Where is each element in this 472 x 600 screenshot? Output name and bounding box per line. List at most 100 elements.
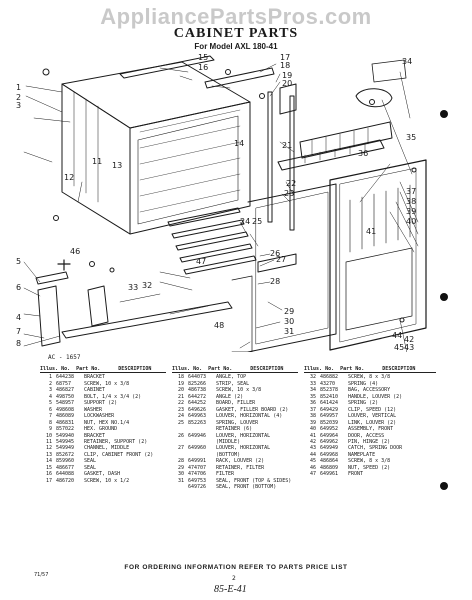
support-left <box>37 285 61 347</box>
callout-25: 25 <box>252 217 262 226</box>
part-description: HANDLE, LOUVER (2) <box>348 393 403 400</box>
callout-4: 4 <box>16 313 21 322</box>
callout-6: 6 <box>16 283 21 292</box>
part-description: PIN, HINGE (2) <box>348 438 391 445</box>
part-description: BAG, ACCESSORY <box>348 387 391 394</box>
part-number: 649964 <box>320 432 339 439</box>
callout-46: 46 <box>70 247 80 256</box>
illus-number: 27 <box>177 445 184 452</box>
part-description: CHANNEL, MIDDLE <box>84 445 130 452</box>
date-mark: 71/57 <box>34 572 49 578</box>
part-number: 859960 <box>56 458 75 465</box>
callout-35: 35 <box>406 133 416 142</box>
part-number: 486882 <box>320 374 339 381</box>
part-description: NUT, SPEED (2) <box>348 464 391 471</box>
illus-number: 46 <box>309 464 316 471</box>
callout-7: 7 <box>16 327 21 336</box>
callout-44: 44 <box>392 331 402 340</box>
part-number: 649960 <box>188 445 207 452</box>
part-description: LOUVER, VERTICAL <box>348 413 397 420</box>
illus-number: 45 <box>309 458 316 465</box>
callout-39: 39 <box>406 207 416 216</box>
callout-17: 17 <box>280 53 290 62</box>
callout-19: 19 <box>282 71 292 80</box>
bracket <box>35 271 69 285</box>
illus-number: 22 <box>177 400 184 407</box>
part-description: SCREW, 8 x 3/8 <box>348 458 391 465</box>
callout-27: 27 <box>276 255 286 264</box>
callout-42: 42 <box>404 335 414 344</box>
callout-38: 38 <box>406 197 416 206</box>
illus-number: 44 <box>309 451 316 458</box>
illus-number: 10 <box>45 432 52 439</box>
illus-number: 15 <box>45 464 52 471</box>
illus-number: 33 <box>309 380 316 387</box>
part-number: 649991 <box>188 458 207 465</box>
part-description: CATCH, SPRING DOOR <box>348 445 403 452</box>
angle-top <box>204 67 275 89</box>
callout-labels: 1 2 3 4 5 6 7 8 9 10 11 12 13 14 15 16 1… <box>16 53 416 352</box>
part-number: 825266 <box>188 380 207 387</box>
part-description: SEAL <box>84 464 97 471</box>
illus-number: 30 <box>177 471 184 478</box>
part-description: STRIP, SEAL <box>216 380 250 387</box>
watermark: AppliancePartsPros.com <box>100 4 372 29</box>
part-description: LINK, LOUVER (2) <box>348 419 397 426</box>
callout-12: 12 <box>64 173 74 182</box>
part-number: 486864 <box>320 458 339 465</box>
part-description: SUPPORT (2) <box>84 400 118 407</box>
vertical-louvers <box>299 121 393 159</box>
part-number: 857022 <box>56 426 75 433</box>
callout-22: 22 <box>286 179 296 188</box>
gasket-filler <box>257 253 297 273</box>
callout-37: 37 <box>406 187 416 196</box>
part-number: 498608 <box>56 406 75 413</box>
callout-16: 16 <box>198 63 208 72</box>
parts-list-header: Illus. No. Part No. DESCRIPTION <box>40 366 166 374</box>
callout-21: 21 <box>282 141 292 150</box>
illus-number: 24 <box>177 413 184 420</box>
filler-board <box>277 139 385 171</box>
bolt <box>57 259 71 271</box>
binding-hole <box>440 482 448 490</box>
exploded-parts-diagram: 1 2 3 4 5 6 7 8 9 10 11 12 13 14 15 16 1… <box>16 53 427 352</box>
callout-20: 20 <box>282 79 292 88</box>
part-description: CLIP, CABINET FRONT (2) <box>84 451 154 458</box>
callout-28: 28 <box>270 277 280 286</box>
model-subtitle: For Model AXL 180-41 <box>194 42 278 51</box>
part-description: CABINET <box>84 387 106 394</box>
part-description: ASSEMBLY, FRONT <box>348 426 394 433</box>
part-number: 649957 <box>320 413 339 420</box>
part-description: SEAL <box>84 458 97 465</box>
cabinet-opening <box>137 115 239 225</box>
part-number: 486809 <box>320 464 339 471</box>
illus-number: 16 <box>45 471 52 478</box>
callout-3: 3 <box>16 101 21 110</box>
part-description: LOUVER, HORIZONTAL <box>216 432 271 439</box>
part-number: 549949 <box>56 445 75 452</box>
callout-15: 15 <box>198 53 208 62</box>
part-number: 641424 <box>320 400 339 407</box>
callout-45: 45 <box>394 343 404 352</box>
illus-number: 18 <box>177 374 184 381</box>
callout-23: 23 <box>284 189 294 198</box>
part-description: SCREW, 8 x 3/8 <box>348 374 391 381</box>
callout-5: 5 <box>16 257 21 266</box>
